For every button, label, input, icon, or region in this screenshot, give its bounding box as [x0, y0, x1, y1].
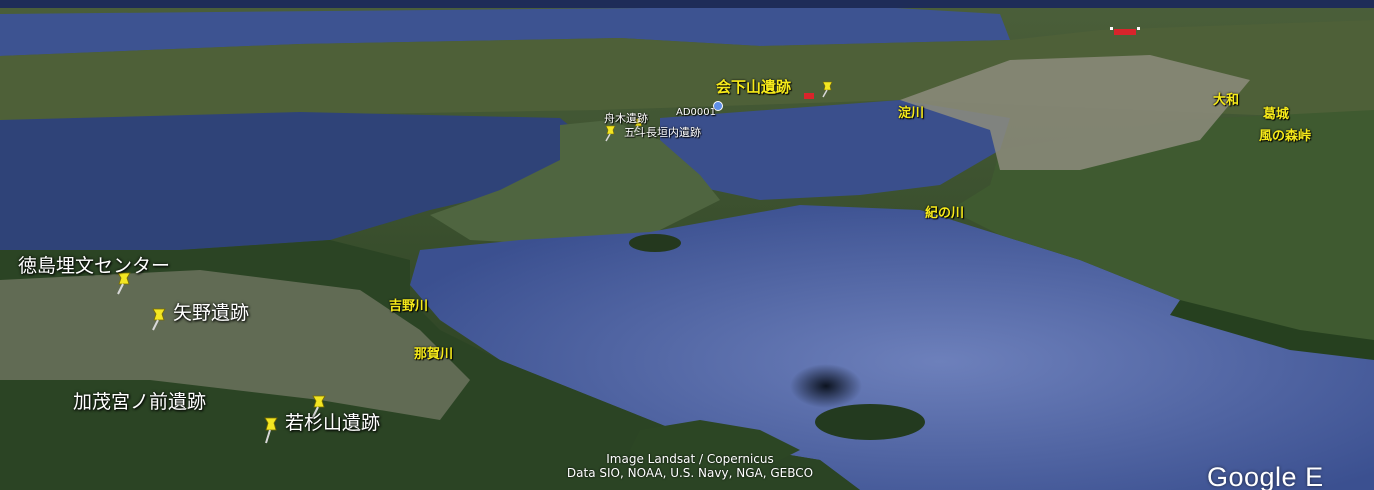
label-kinokawa-river: 紀の川	[925, 206, 965, 221]
label-ageyama-site[interactable]: 会下山遺跡	[716, 78, 792, 96]
label-tokushima-center[interactable]: 徳島埋文センター	[18, 255, 171, 277]
yellow-pushpin-icon[interactable]	[145, 306, 171, 332]
red-pushpin-icon[interactable]	[1110, 26, 1140, 38]
blue-placemark-icon[interactable]	[712, 100, 724, 112]
yellow-pushpin-icon[interactable]	[601, 124, 619, 142]
label-wakasugi-site[interactable]: 若杉山遺跡	[285, 412, 381, 434]
yellow-pushpin-icon[interactable]	[818, 80, 836, 98]
yellow-pushpin-icon[interactable]	[305, 393, 331, 419]
imagery-attribution: Image Landsat / Copernicus Data SIO, NOA…	[480, 452, 900, 480]
attribution-line-2: Data SIO, NOAA, U.S. Navy, NGA, GEBCO	[566, 466, 814, 480]
label-yodogawa-river: 淀川	[898, 106, 925, 121]
label-yoshino-river: 吉野川	[389, 299, 429, 314]
label-katsuragi: 葛城	[1263, 107, 1290, 122]
label-yamato: 大和	[1213, 93, 1240, 108]
label-funaki-site[interactable]: 舟木遺跡	[604, 112, 648, 125]
yellow-pushpin-icon[interactable]	[257, 415, 283, 445]
label-kazenomori-pass: 風の森峠	[1259, 129, 1312, 144]
label-kamo-site[interactable]: 加茂宮ノ前遺跡	[73, 391, 207, 413]
label-naka-river: 那賀川	[414, 347, 454, 362]
attribution-line-1: Image Landsat / Copernicus	[606, 452, 774, 466]
yellow-pushpin-icon[interactable]	[630, 117, 646, 133]
label-goshiki-site[interactable]: 五斗長垣内遺跡	[624, 126, 701, 139]
red-pushpin-icon[interactable]	[802, 90, 816, 102]
label-yano-site[interactable]: 矢野遺跡	[173, 302, 250, 324]
label-ad0001[interactable]: AD0001	[676, 107, 716, 118]
google-earth-watermark: Google E	[1207, 462, 1324, 490]
yellow-pushpin-icon[interactable]	[110, 270, 136, 296]
